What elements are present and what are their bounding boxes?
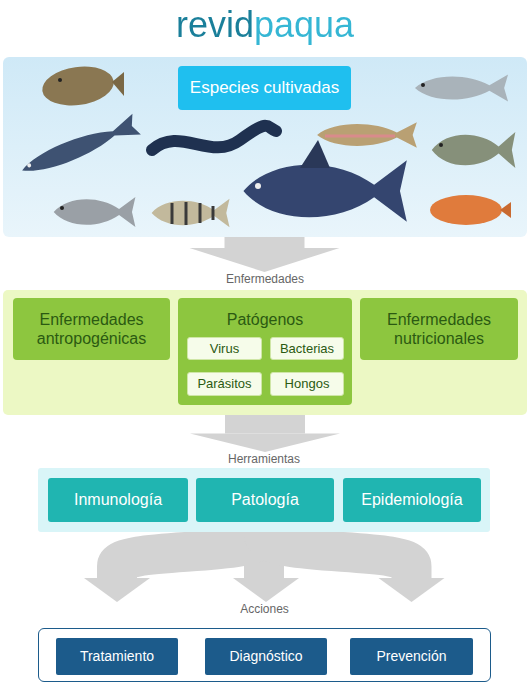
node-label: Epidemiología: [361, 490, 462, 509]
turbot-fish: [40, 62, 124, 110]
node-label: Enfermedades nutricionales: [364, 310, 514, 348]
tool-box: Epidemiología: [343, 478, 481, 522]
meagre-fish: [432, 132, 516, 168]
node-label: Especies cultivadas: [190, 78, 339, 98]
pathogen-group: PatógenosVirus BacteriasParásitos Hongos: [178, 298, 352, 405]
sole-fish: [430, 195, 511, 225]
group-panel: AccionesTratamiento Diagnóstico Prevención: [38, 602, 491, 682]
arrow-head: [379, 578, 445, 602]
node-label: Prevención: [376, 648, 446, 665]
arrow-branch: [264, 534, 412, 578]
node-label: Virus: [210, 341, 239, 357]
tool-box: Inmunología: [48, 478, 188, 522]
category-box: Enfermedades antropogénicas: [13, 298, 170, 360]
node-label: Patógenos: [178, 311, 352, 329]
node-label: Inmunología: [74, 490, 162, 509]
action-box: Diagnóstico: [205, 638, 327, 675]
group-panel: EnfermedadesEnfermedades antropogénicasP…: [3, 272, 527, 415]
pathogen-box: Parásitos: [187, 372, 262, 396]
amberjack-fish: [18, 114, 141, 181]
node-label: Bacterias: [280, 341, 334, 357]
tuna-fish: [243, 140, 406, 222]
tool-box: Patología: [196, 478, 334, 522]
pathogen-box: Bacterias: [270, 337, 344, 360]
seabass-fish: [415, 75, 508, 102]
striped-fish: [152, 199, 230, 228]
bream-fish: [54, 197, 136, 227]
title-text: revidpaqua: [176, 4, 354, 45]
action-box: Prevención: [350, 638, 473, 675]
node-label: Herramientas: [38, 452, 490, 466]
node-label: Tratamiento: [80, 648, 154, 665]
node-label: Acciones: [38, 602, 491, 616]
arrow-head: [233, 578, 299, 602]
arrow-branch: [117, 534, 264, 578]
arrow-head: [190, 248, 340, 272]
trout-fish: [317, 122, 417, 148]
flow-arrow: [84, 532, 445, 602]
species-box: Especies cultivadas: [178, 66, 351, 110]
category-box: Enfermedades nutricionales: [360, 298, 518, 360]
arrow-shaft: [225, 415, 305, 434]
pathogen-box: Hongos: [270, 372, 344, 396]
node-label: Patología: [231, 490, 299, 509]
pathogen-box: Virus: [187, 337, 262, 360]
arrow-head: [84, 578, 150, 602]
arrow-head: [190, 434, 340, 453]
node-label: Diagnóstico: [229, 648, 302, 665]
action-box: Tratamiento: [56, 638, 178, 675]
eel-fish: [152, 126, 276, 150]
node-label: Enfermedades antropogénicas: [17, 310, 166, 348]
node-label: Enfermedades: [3, 272, 527, 286]
node-label: Hongos: [285, 376, 330, 392]
group-panel: HerramientasInmunología Patología Epidemio…: [38, 452, 490, 532]
node-label: Parásitos: [197, 376, 251, 392]
flow-arrow: [190, 415, 340, 452]
